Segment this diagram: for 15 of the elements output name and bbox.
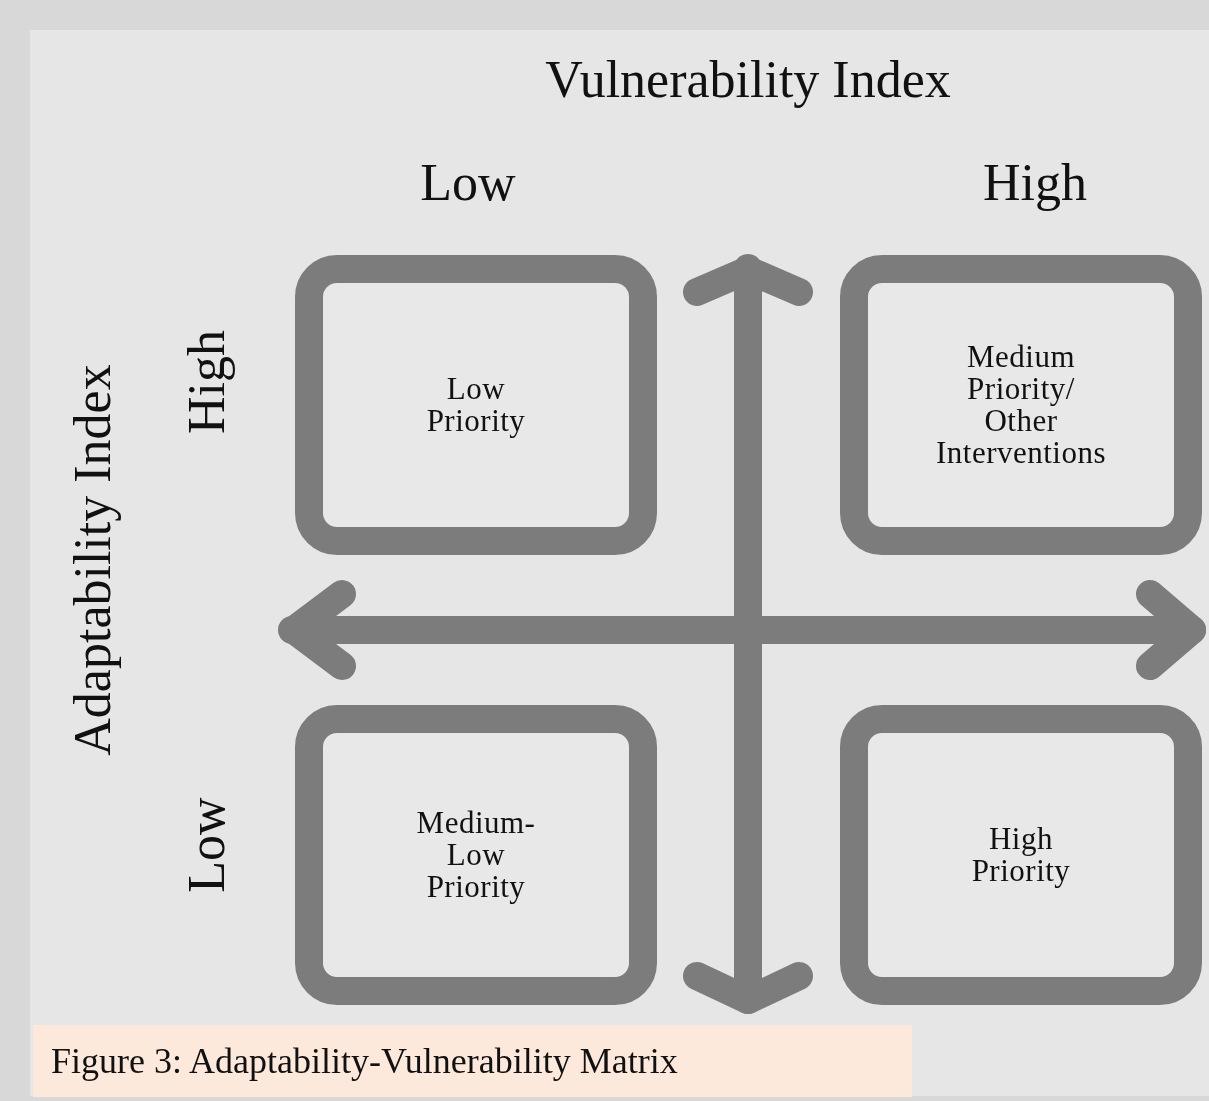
column-label: Low <box>420 157 516 209</box>
quadrant-box <box>295 705 657 1005</box>
row-label: High <box>181 330 233 434</box>
row-label: Low <box>181 797 233 893</box>
quadrant-label: Medium Priority/ Other Interventions <box>935 341 1107 469</box>
quadrant-box <box>840 255 1202 555</box>
axis-title: Vulnerability Index <box>545 54 951 106</box>
quadrant-label: Medium- Low Priority <box>416 807 536 903</box>
axis-title: Adaptability Index <box>67 364 119 756</box>
column-label: High <box>983 157 1087 209</box>
figure-caption: Figure 3: Adaptability-Vulnerability Matrix <box>51 1040 678 1082</box>
quadrant-label: Low Priority <box>426 373 526 437</box>
quadrant-box <box>295 255 657 555</box>
quadrant-label: High Priority <box>971 823 1071 887</box>
quadrant-box <box>840 705 1202 1005</box>
